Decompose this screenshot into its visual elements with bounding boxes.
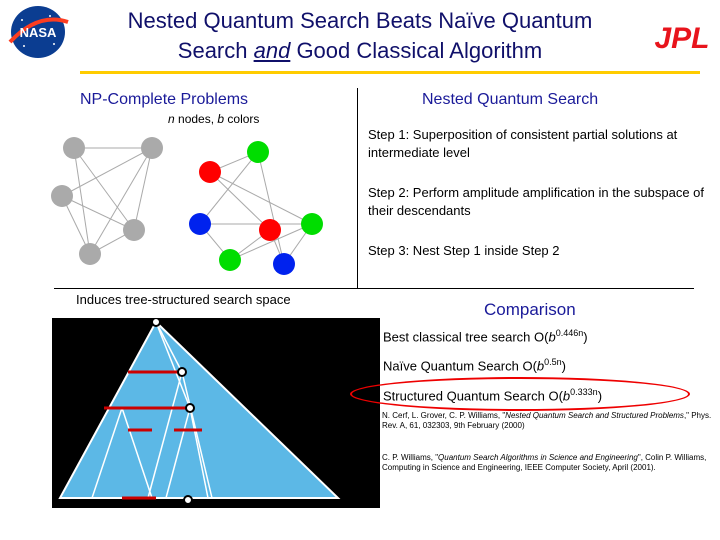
colored-nodes	[189, 141, 323, 275]
comparison-heading: Comparison	[484, 300, 576, 319]
title-line-2: Search and Good Classical Algorithm	[177, 38, 543, 63]
graph-node-red	[199, 161, 221, 183]
nested-quantum-heading: Nested Quantum Search	[422, 91, 599, 108]
graph-node	[51, 185, 73, 207]
graph-node	[79, 243, 101, 265]
graph-node-green	[247, 141, 269, 163]
jpl-logo-text: JPL	[654, 22, 709, 55]
comparison-naive-quantum: Naïve Quantum Search O(b0.5n)	[383, 357, 567, 374]
graph-node-green	[301, 213, 323, 235]
search-tree-diagram	[52, 317, 380, 508]
np-complete-heading: NP-Complete Problems	[80, 91, 249, 108]
highlight-oval	[350, 377, 690, 411]
graph-node-red	[259, 219, 281, 241]
subtree-lines	[91, 321, 213, 499]
nodes-colors-label: n nodes, b colors	[168, 112, 260, 126]
nasa-logo: NASA	[4, 2, 74, 60]
tree-root-node	[151, 317, 161, 327]
reference-williams: C. P. Williams, "Quantum Search Algorith…	[382, 453, 707, 472]
step-1-text: Step 1: Superposition of consistent part…	[368, 127, 678, 160]
jpl-logo: JPL	[650, 16, 714, 56]
tree-node	[177, 367, 187, 377]
graph-node	[123, 219, 145, 241]
step-3-text: Step 3: Nest Step 1 inside Step 2	[368, 243, 560, 258]
graph-node-blue	[189, 213, 211, 235]
graph-coloring-illustration	[50, 120, 350, 280]
tree-caption: Induces tree-structured search space	[76, 292, 291, 307]
gray-nodes	[51, 137, 163, 265]
tree-triangle	[58, 320, 341, 499]
header-rule	[80, 71, 700, 74]
comparison-classical: Best classical tree search O(b0.446n)	[383, 328, 588, 345]
reference-cerf: N. Cerf, L. Grover, C. P. Williams, "Nes…	[382, 411, 712, 430]
vertical-divider	[357, 88, 358, 288]
graph-node-blue	[273, 253, 295, 275]
title-line-1: Nested Quantum Search Beats Naïve Quantu…	[127, 8, 593, 33]
graph-node	[141, 137, 163, 159]
graph-node-green	[219, 249, 241, 271]
tree-node	[185, 403, 195, 413]
page-title: Nested Quantum Search Beats Naïve Quantu…	[80, 6, 640, 66]
tree-nodes	[151, 317, 195, 505]
tree-leaf-node	[183, 495, 193, 505]
step-2-text: Step 2: Perform amplitude amplification …	[368, 185, 705, 218]
title-and: and	[253, 38, 291, 63]
graph-node	[63, 137, 85, 159]
nasa-logo-text: NASA	[20, 25, 57, 40]
horizontal-divider	[54, 288, 694, 289]
level-markers	[104, 370, 202, 500]
